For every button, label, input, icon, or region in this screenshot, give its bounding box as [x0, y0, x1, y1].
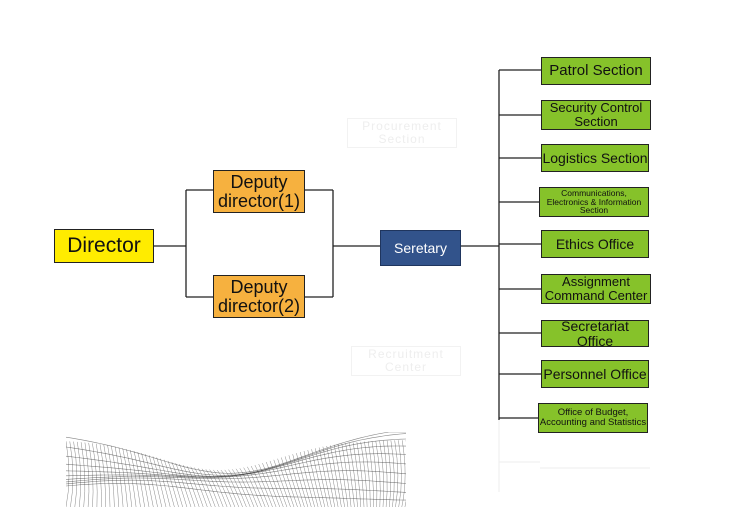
patrol-section-node: Patrol Section [541, 57, 651, 85]
deputy-director-1-node: Deputy director(1) [213, 170, 305, 213]
budget-accounting-statistics-office-node: Office of Budget, Accounting and Statist… [538, 403, 648, 433]
director-node: Director [54, 229, 154, 263]
procurement-section-ghost: Procurement Section [347, 118, 457, 148]
logistics-section-node: Logistics Section [541, 144, 649, 172]
communications-electronics-information-section-node: Communications, Electronics & Informatio… [539, 187, 649, 217]
secretary-node: Seretary [380, 230, 461, 266]
wireframe-wave-graphic [66, 432, 406, 507]
security-control-section-node: Security Control Section [541, 100, 651, 130]
personnel-office-node: Personnel Office [541, 360, 649, 388]
recruitment-center-ghost: Recruitment Center [351, 346, 461, 376]
ethics-office-node: Ethics Office [541, 230, 649, 258]
secretariat-office-node: Secretariat Office [541, 318, 649, 348]
deputy-director-2-node: Deputy director(2) [213, 275, 305, 318]
assignment-command-center-node: Assignment Command Center [541, 274, 651, 304]
